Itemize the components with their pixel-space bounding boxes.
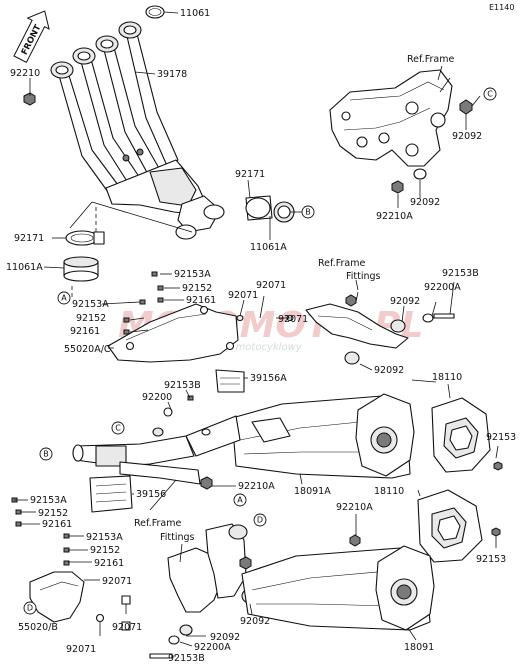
label-92092-mid: 92092 (390, 296, 420, 307)
label-92092-b: 92092 (410, 197, 440, 208)
frame-bracket (329, 69, 473, 194)
label-92200a-mid: 92200A (424, 282, 461, 293)
label-92161-2: 92161 (70, 326, 100, 337)
lower-muffler-bracket (149, 523, 361, 659)
label-ref-frame-top: Ref.Frame (407, 54, 454, 65)
label-ref-frame-low: Ref.Frame (134, 518, 181, 529)
left-clamp-gasket (63, 230, 105, 282)
svg-text:C: C (115, 424, 121, 433)
label-11061: 11061 (180, 8, 210, 19)
label-92152-4: 92152 (90, 545, 120, 556)
label-92092-low-a: 92092 (210, 632, 240, 643)
connector-b2: B (39, 447, 53, 461)
label-ref-frame-mid: Ref.Frame (318, 258, 365, 269)
connector-d2: D (23, 601, 37, 615)
connector-b1: B (301, 205, 315, 219)
svg-text:A: A (61, 294, 67, 303)
label-92200a-low: 92200A (194, 642, 231, 653)
label-92200-mid: 92200 (142, 392, 172, 403)
label-92153b-mid: 92153B (164, 380, 201, 391)
label-92092-a: 92092 (452, 131, 482, 142)
label-fittings-low: Fittings (160, 532, 195, 543)
label-92153a-3: 92153A (30, 495, 67, 506)
muffler-lower (241, 545, 435, 631)
label-92152-1: 92152 (182, 283, 212, 294)
connector-c1: C (483, 87, 497, 101)
label-92161-1: 92161 (186, 295, 216, 306)
label-18110-b: 18110 (374, 486, 404, 497)
label-92071-mid-a: 92071 (256, 280, 286, 291)
connector-c2: C (111, 421, 125, 435)
label-92210a-top: 92210A (376, 211, 413, 222)
label-92071-low-a: 92071 (102, 576, 132, 587)
label-92071-low-b: 92071 (112, 622, 142, 633)
label-18091: 18091 (404, 642, 434, 653)
label-11061a-left: 11061A (6, 262, 43, 273)
upper-muffler-bracket (236, 294, 455, 365)
label-92153-r2: 92153 (476, 554, 506, 565)
label-55020a-c: 55020A/C (64, 344, 111, 355)
label-11061a-center: 11061A (250, 242, 287, 253)
label-92153a-4: 92153A (86, 532, 123, 543)
end-cap-lower (417, 489, 501, 563)
label-92092-mid2: 92092 (374, 365, 404, 376)
connector-a2: A (233, 493, 247, 507)
label-92092-low-b: 92092 (240, 616, 270, 627)
label-92071-mid-c: 92071 (278, 314, 308, 325)
label-92153b-low: 92153B (168, 653, 205, 664)
muffler-upper (72, 393, 415, 490)
label-fittings-mid: Fittings (346, 271, 381, 282)
svg-text:A: A (237, 496, 243, 505)
exhaust-header-pipes (23, 5, 225, 240)
label-39156a: 39156A (250, 373, 287, 384)
label-92153b-right: 92153B (442, 268, 479, 279)
plate-39156A (215, 369, 245, 393)
label-92153-r1: 92153 (486, 432, 516, 443)
label-92161-4: 92161 (94, 558, 124, 569)
label-92210: 92210 (10, 68, 40, 79)
center-clamp-gasket (245, 195, 295, 223)
label-92152-3: 92152 (38, 508, 68, 519)
label-92153a-2: 92153A (72, 299, 109, 310)
leader-lines (14, 11, 499, 657)
diagram-code: E1140 (489, 3, 514, 12)
label-39178: 39178 (157, 69, 187, 80)
connector-a1: A (57, 291, 71, 305)
label-92071-low-c: 92071 (66, 644, 96, 655)
end-cap-upper (431, 397, 503, 473)
label-92210a-mid: 92210A (238, 481, 275, 492)
svg-text:C: C (487, 90, 493, 99)
label-18110-a: 18110 (432, 372, 462, 383)
svg-text:B: B (305, 208, 311, 217)
label-92171-left: 92171 (14, 233, 44, 244)
part-labels: 11061 39178 92210 Ref.Frame 92092 92092 … (6, 8, 516, 664)
heat-shield-upper (107, 303, 239, 363)
svg-text:D: D (257, 516, 263, 525)
label-92210a-low: 92210A (336, 502, 373, 513)
label-92152-2: 92152 (76, 313, 106, 324)
svg-text:D: D (27, 604, 33, 613)
label-92171-center: 92171 (235, 169, 265, 180)
label-55020b: 55020/B (18, 622, 58, 633)
label-39156: 39156 (136, 489, 166, 500)
connector-d1: D (253, 513, 267, 527)
label-92071-mid-b: 92071 (228, 290, 258, 301)
plate-39156 (89, 475, 133, 513)
label-18091a: 18091A (294, 486, 331, 497)
label-92161-3: 92161 (42, 519, 72, 530)
label-92153a-1: 92153A (174, 269, 211, 280)
front-arrow: FRONT (13, 10, 50, 64)
svg-text:B: B (43, 450, 49, 459)
